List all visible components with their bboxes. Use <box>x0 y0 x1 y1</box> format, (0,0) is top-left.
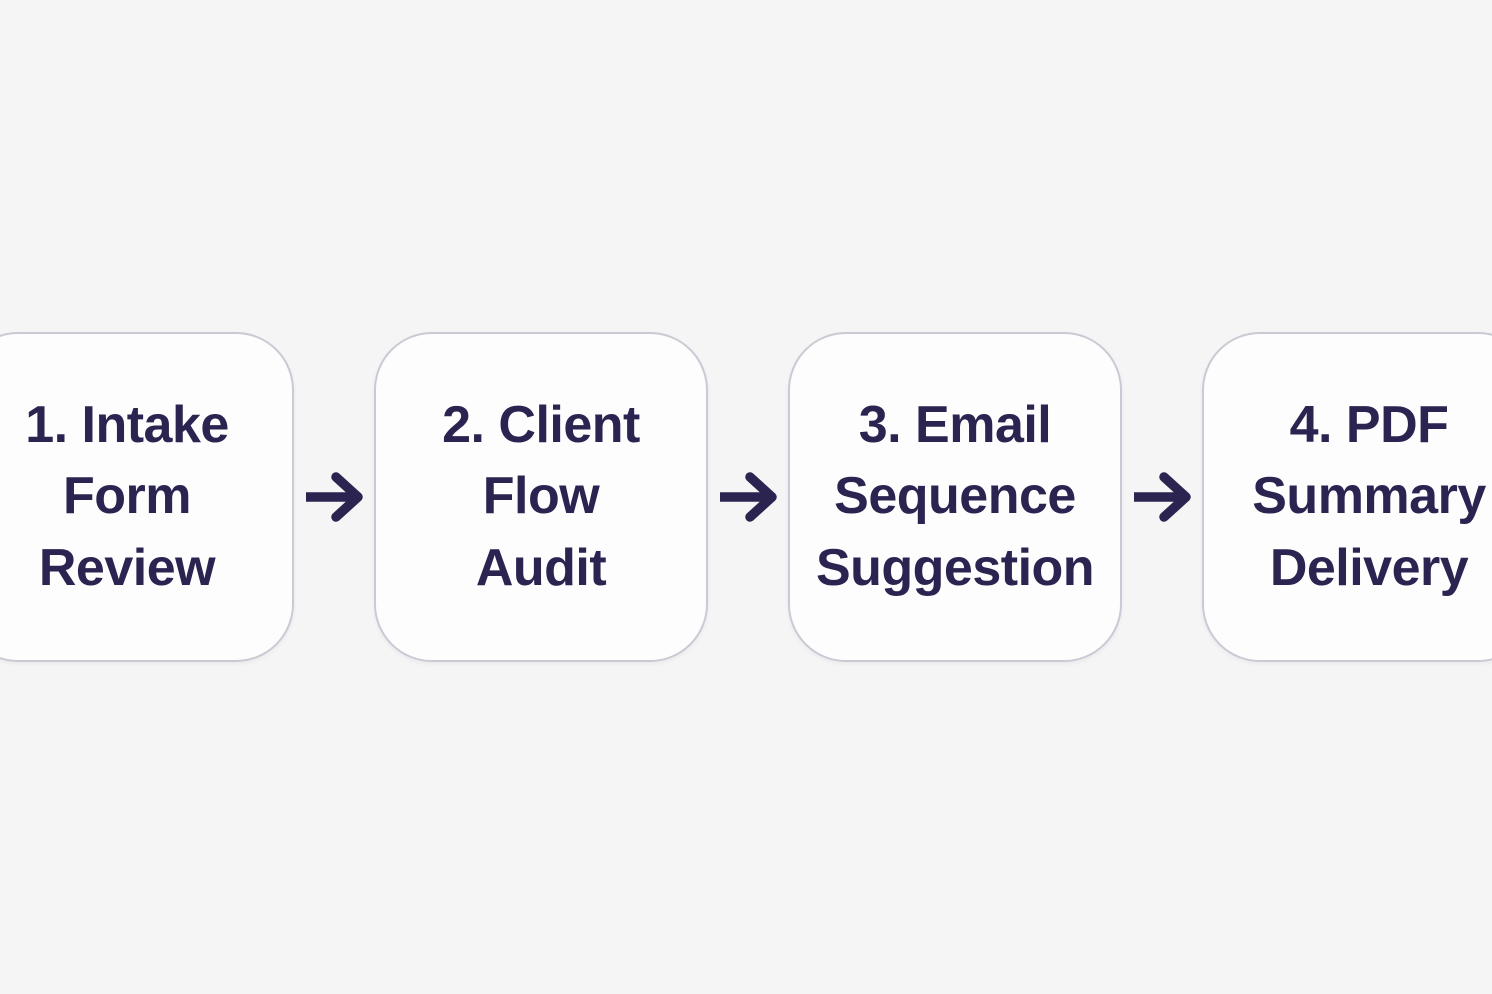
step-label: 4. PDF Summary Delivery <box>1252 396 1486 597</box>
connector-3 <box>1122 464 1202 530</box>
right-arrow-icon <box>720 472 777 522</box>
step-intake-form-review: 1. Intake Form Review <box>0 332 294 662</box>
step-email-sequence-suggestion: 3. Email Sequence Suggestion <box>788 332 1122 662</box>
connector-1 <box>294 464 374 530</box>
right-arrow-icon <box>1134 472 1191 522</box>
step-pdf-summary-delivery: 4. PDF Summary Delivery <box>1202 332 1492 662</box>
step-label: 3. Email Sequence Suggestion <box>815 396 1095 597</box>
step-label: 2. Client Flow Audit <box>442 396 640 597</box>
right-arrow-icon <box>306 472 363 522</box>
process-flow: 1. Intake Form Review 2. Client Flow Aud… <box>0 332 1492 662</box>
step-label: 1. Intake Form Review <box>25 396 229 597</box>
step-client-flow-audit: 2. Client Flow Audit <box>374 332 708 662</box>
connector-2 <box>708 464 788 530</box>
